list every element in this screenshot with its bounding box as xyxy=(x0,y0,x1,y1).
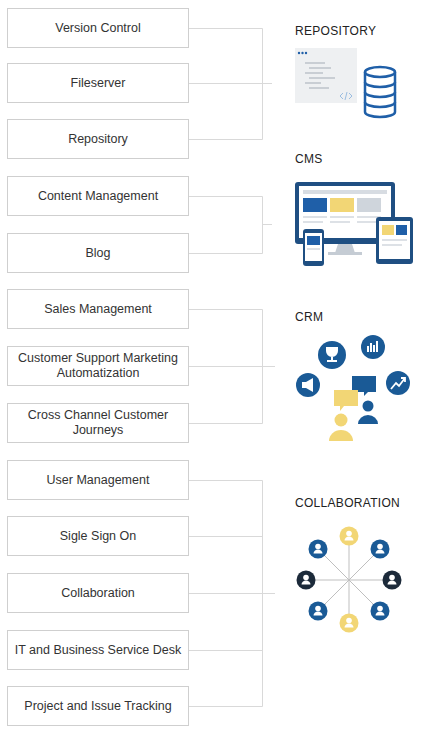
service-box: User Management xyxy=(7,460,189,500)
person-node xyxy=(309,602,328,621)
window-dot xyxy=(298,52,300,54)
tablet-screen xyxy=(379,221,410,259)
bracket xyxy=(189,197,272,254)
code-window xyxy=(295,48,357,103)
screen-line xyxy=(382,239,407,241)
service-box: Cross Channel Customer Journeys xyxy=(7,403,189,443)
trophy-badge xyxy=(318,341,346,369)
code-glyph xyxy=(340,92,352,100)
person-node xyxy=(340,527,359,546)
box-label: Customer Support Marketing Automatizatio… xyxy=(8,351,188,381)
person-node xyxy=(383,571,402,590)
service-box: Collaboration xyxy=(7,573,189,613)
person-node xyxy=(309,540,328,559)
category-heading: CMS xyxy=(295,152,323,166)
box-label: Sales Management xyxy=(38,302,158,317)
chart-badge xyxy=(361,335,385,359)
screen-block xyxy=(396,225,407,235)
box-label: IT and Business Service Desk xyxy=(9,643,188,658)
category-heading: COLLABORATION xyxy=(295,496,400,510)
megaphone-badge xyxy=(296,373,320,397)
service-box: Sigle Sign On xyxy=(7,516,189,556)
person-node xyxy=(340,614,359,633)
category-heading: REPOSITORY xyxy=(295,24,376,38)
person-head xyxy=(335,414,348,427)
screen-header xyxy=(303,190,387,194)
monitor-stand xyxy=(335,244,355,253)
bracket xyxy=(189,29,272,140)
cms-illustration xyxy=(295,182,413,266)
screen-lines xyxy=(303,216,381,223)
speech-bubble xyxy=(334,390,358,411)
tablet xyxy=(376,217,413,264)
service-box: Sales Management xyxy=(7,289,189,329)
service-box: IT and Business Service Desk xyxy=(7,630,189,670)
box-label: Cross Channel Customer Journeys xyxy=(8,408,188,438)
megaphone-icon xyxy=(302,378,313,392)
trend-badge xyxy=(386,371,410,395)
service-box: Project and Issue Tracking xyxy=(7,686,189,726)
window-dot xyxy=(305,52,307,54)
box-label: Version Control xyxy=(49,21,146,36)
service-box: Customer Support Marketing Automatizatio… xyxy=(7,346,189,386)
bracket xyxy=(189,310,275,424)
repository-illustration xyxy=(295,48,395,117)
chart-icon xyxy=(367,341,378,352)
collaboration-illustration xyxy=(297,527,402,633)
box-label: Content Management xyxy=(32,189,164,204)
service-box: Content Management xyxy=(7,176,189,216)
box-label: Fileserver xyxy=(65,76,132,91)
screen-block xyxy=(357,198,381,212)
crm-illustration xyxy=(296,335,410,441)
category-heading: CRM xyxy=(295,310,323,324)
network-spokes xyxy=(306,536,392,623)
person-body xyxy=(329,430,353,441)
bracket xyxy=(189,481,275,707)
box-label: Collaboration xyxy=(55,586,141,601)
database-symbol xyxy=(365,67,395,117)
screen-block xyxy=(330,198,354,212)
screen-line xyxy=(307,248,320,250)
trophy-icon xyxy=(326,347,338,362)
monitor-base xyxy=(328,252,362,255)
person-node xyxy=(371,540,390,559)
screen-line xyxy=(382,244,402,246)
person-node xyxy=(297,571,316,590)
service-box: Repository xyxy=(7,119,189,159)
box-label: User Management xyxy=(41,473,156,488)
service-box: Fileserver xyxy=(7,63,189,103)
screen-block xyxy=(307,236,320,245)
box-label: Sigle Sign On xyxy=(54,529,142,544)
window-dot xyxy=(301,52,303,54)
person-head xyxy=(363,401,374,412)
person-body xyxy=(358,415,378,424)
box-label: Project and Issue Tracking xyxy=(18,699,177,714)
box-label: Repository xyxy=(62,132,134,147)
phone xyxy=(303,229,324,266)
trend-icon xyxy=(391,378,405,389)
phone-screen xyxy=(305,233,322,261)
service-box: Version Control xyxy=(7,8,189,48)
person-node xyxy=(371,602,390,621)
code-lines xyxy=(305,62,335,89)
screen-block xyxy=(303,198,327,212)
box-label: Blog xyxy=(79,246,116,261)
screen-block xyxy=(382,225,394,235)
service-box: Blog xyxy=(7,233,189,273)
group-brackets xyxy=(189,29,275,707)
